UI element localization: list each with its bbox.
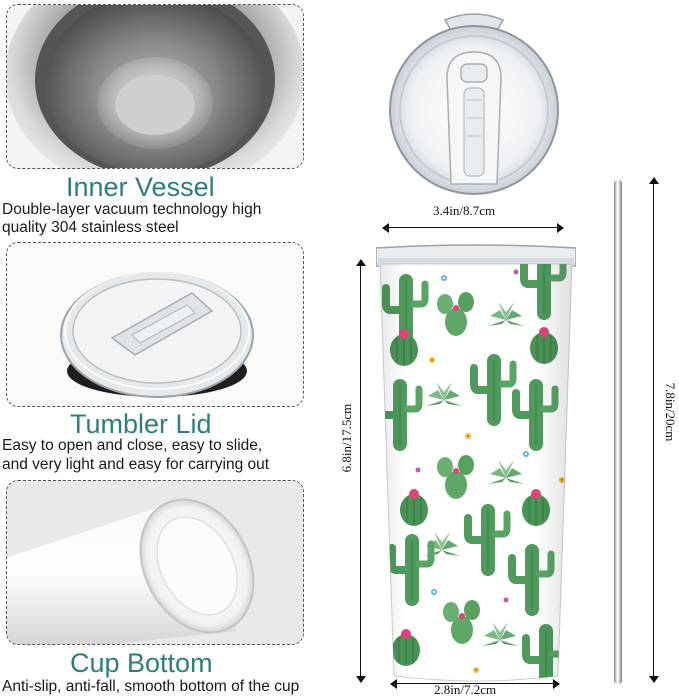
cup-height-arrow-bottom (356, 676, 366, 683)
tumbler-lid-desc-2: and very light and easy for carrying out (2, 456, 270, 473)
inner-vessel-illustration (7, 5, 303, 168)
cup-height-arrow-top (356, 259, 366, 266)
straw-length-line (653, 182, 654, 680)
bottom-width-line (392, 683, 558, 684)
tumbler-lid-desc-1: Easy to open and close, easy to slide, (2, 437, 263, 454)
cup-bottom-illustration (7, 481, 303, 644)
cup-bottom-image (6, 480, 304, 645)
lid-width-arrow-left (382, 223, 389, 233)
lid-top-view (389, 13, 559, 195)
inner-vessel-title: Inner Vessel (66, 172, 215, 202)
tumbler-lid-title: Tumbler Lid (70, 409, 212, 439)
straw-length-arrow-bottom (649, 676, 659, 683)
straw-length-arrow-top (649, 177, 659, 184)
bottom-width-label: 2.8in/7.2cm (434, 682, 497, 697)
lid-width-label: 3.4in/8.7cm (433, 203, 496, 218)
cup-bottom-title: Cup Bottom (70, 648, 213, 678)
straw-length-label: 7.8in/20cm (663, 382, 678, 442)
cup-height-line (360, 264, 361, 680)
lid-width-arrow-right (557, 223, 564, 233)
cup-bottom-desc-1: Anti-slip, anti-fall, smooth bottom of t… (2, 678, 300, 695)
cup-height-label: 6.8in/17.5cm (339, 403, 354, 473)
inner-vessel-desc-1: Double-layer vacuum technology high (2, 201, 262, 218)
tumbler-lid-illustration (7, 243, 303, 406)
bottom-width-arrow-right (553, 679, 560, 689)
stainless-straw (614, 180, 622, 684)
lid-width-line (384, 227, 562, 228)
tumbler-lid-image (6, 242, 304, 407)
inner-vessel-desc-2: quality 304 stainless steel (2, 219, 179, 236)
bottom-width-arrow-left (390, 679, 397, 689)
inner-vessel-image (6, 4, 304, 169)
cactus-tumbler (376, 244, 576, 682)
